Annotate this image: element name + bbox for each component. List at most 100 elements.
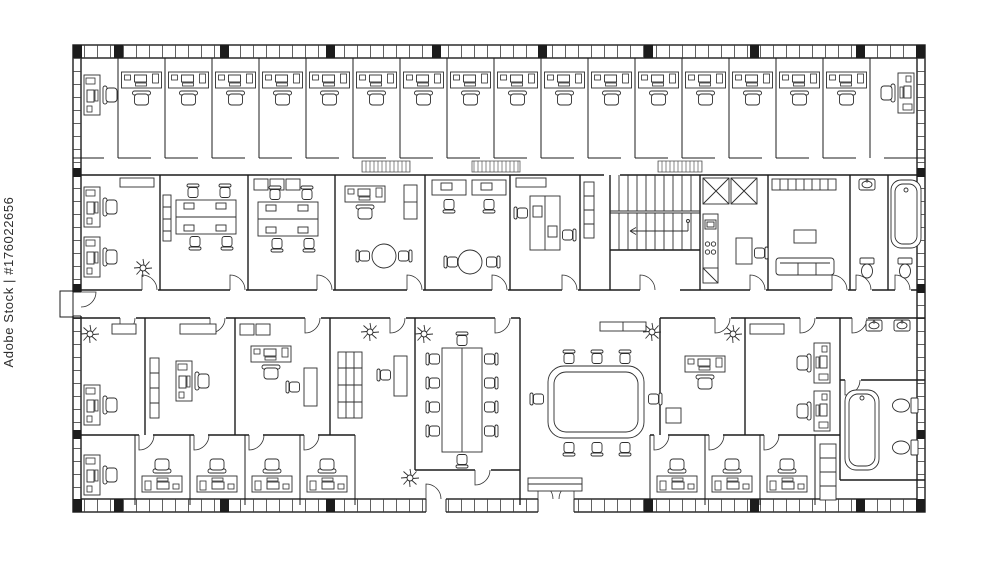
chair: [618, 442, 632, 457]
workstation: [880, 72, 915, 114]
workstation: [732, 71, 773, 106]
chair: [529, 392, 544, 406]
window-band-bottom: [81, 499, 917, 512]
chair: [484, 400, 499, 414]
chair: [218, 183, 232, 198]
exterior-openings: [59, 290, 575, 514]
columns: [73, 45, 925, 512]
middle-office-partitions: [159, 175, 889, 290]
side-table: [665, 407, 682, 424]
cabinet: [179, 323, 217, 335]
cabinet: [253, 178, 269, 191]
workstation: [356, 71, 397, 106]
workstation: [766, 458, 808, 493]
workstation: [497, 71, 538, 106]
kitchen-table: [735, 237, 753, 265]
sofa: [775, 257, 835, 276]
workstation: [196, 458, 238, 493]
office-e: [431, 179, 507, 275]
chair: [590, 442, 604, 457]
plant: [414, 324, 434, 344]
workstation: [306, 458, 348, 493]
workstation: [262, 71, 303, 106]
bottom-office-partitions: [144, 318, 841, 505]
workstation: [684, 355, 726, 390]
workstation: [250, 345, 292, 380]
cabinet: [515, 177, 547, 188]
chair: [425, 376, 440, 390]
chair: [562, 349, 576, 364]
workstation: [591, 71, 632, 106]
chair: [562, 228, 577, 242]
bottom-left-cubicles: [83, 454, 348, 496]
office-b: [162, 183, 237, 251]
office-f: [513, 177, 577, 251]
stair-treads: [618, 175, 692, 211]
window-band-top: [81, 45, 917, 58]
cabinet: [119, 177, 155, 188]
plant: [360, 322, 380, 342]
bathroom-walls: [840, 379, 925, 481]
workstation: [83, 74, 118, 116]
office-d: [344, 184, 418, 269]
chair: [376, 368, 391, 382]
office-i: [239, 323, 318, 407]
workstation: [83, 454, 118, 496]
office-k: [665, 324, 743, 424]
door: [491, 274, 508, 291]
door: [799, 317, 816, 334]
door: [708, 434, 725, 451]
stair-direction-arrow: [629, 223, 689, 235]
workstation: [251, 458, 293, 493]
toilet: [892, 439, 919, 456]
workstation: [796, 342, 831, 384]
chair: [425, 352, 440, 366]
door: [749, 274, 766, 291]
top-cubicle-row: [83, 71, 915, 116]
meeting-table: [547, 365, 645, 439]
workstation: [826, 71, 867, 106]
outer-wall: [72, 44, 926, 513]
stock-watermark: Adobe Stock | #176022656: [1, 195, 16, 368]
chair: [398, 249, 413, 263]
chair: [754, 246, 769, 260]
chair: [442, 199, 456, 214]
bathtub: [890, 179, 922, 249]
office-c: [253, 178, 319, 253]
kitchen: [702, 213, 769, 284]
chair: [513, 206, 528, 220]
door: [229, 274, 246, 291]
round-table: [371, 243, 397, 269]
workstation: [168, 71, 209, 106]
door: [561, 274, 578, 291]
door: [138, 434, 155, 451]
round-table: [457, 249, 483, 275]
workstation: [215, 71, 256, 106]
door: [714, 317, 731, 334]
office-l: [749, 323, 831, 432]
bottom-cubicle-partitions: [134, 435, 816, 505]
plant: [642, 322, 662, 342]
chair: [220, 236, 234, 251]
chair: [270, 238, 284, 253]
cabinet: [749, 323, 785, 335]
toilet: [897, 257, 913, 279]
middle-offices: [83, 175, 922, 284]
workstation: [711, 458, 753, 493]
chair: [484, 376, 499, 390]
door: [639, 274, 656, 291]
sink: [893, 319, 911, 332]
door: [851, 317, 868, 334]
chair: [425, 400, 440, 414]
plant: [133, 258, 153, 278]
bottom-right-cubicles: [656, 443, 837, 501]
door: [474, 469, 491, 486]
door: [389, 317, 406, 334]
stove-burner: [704, 241, 711, 247]
chair: [486, 255, 501, 269]
stairwell: [610, 175, 700, 250]
entry-steps: [59, 290, 74, 318]
cabinet: [255, 323, 271, 336]
chair: [484, 352, 499, 366]
